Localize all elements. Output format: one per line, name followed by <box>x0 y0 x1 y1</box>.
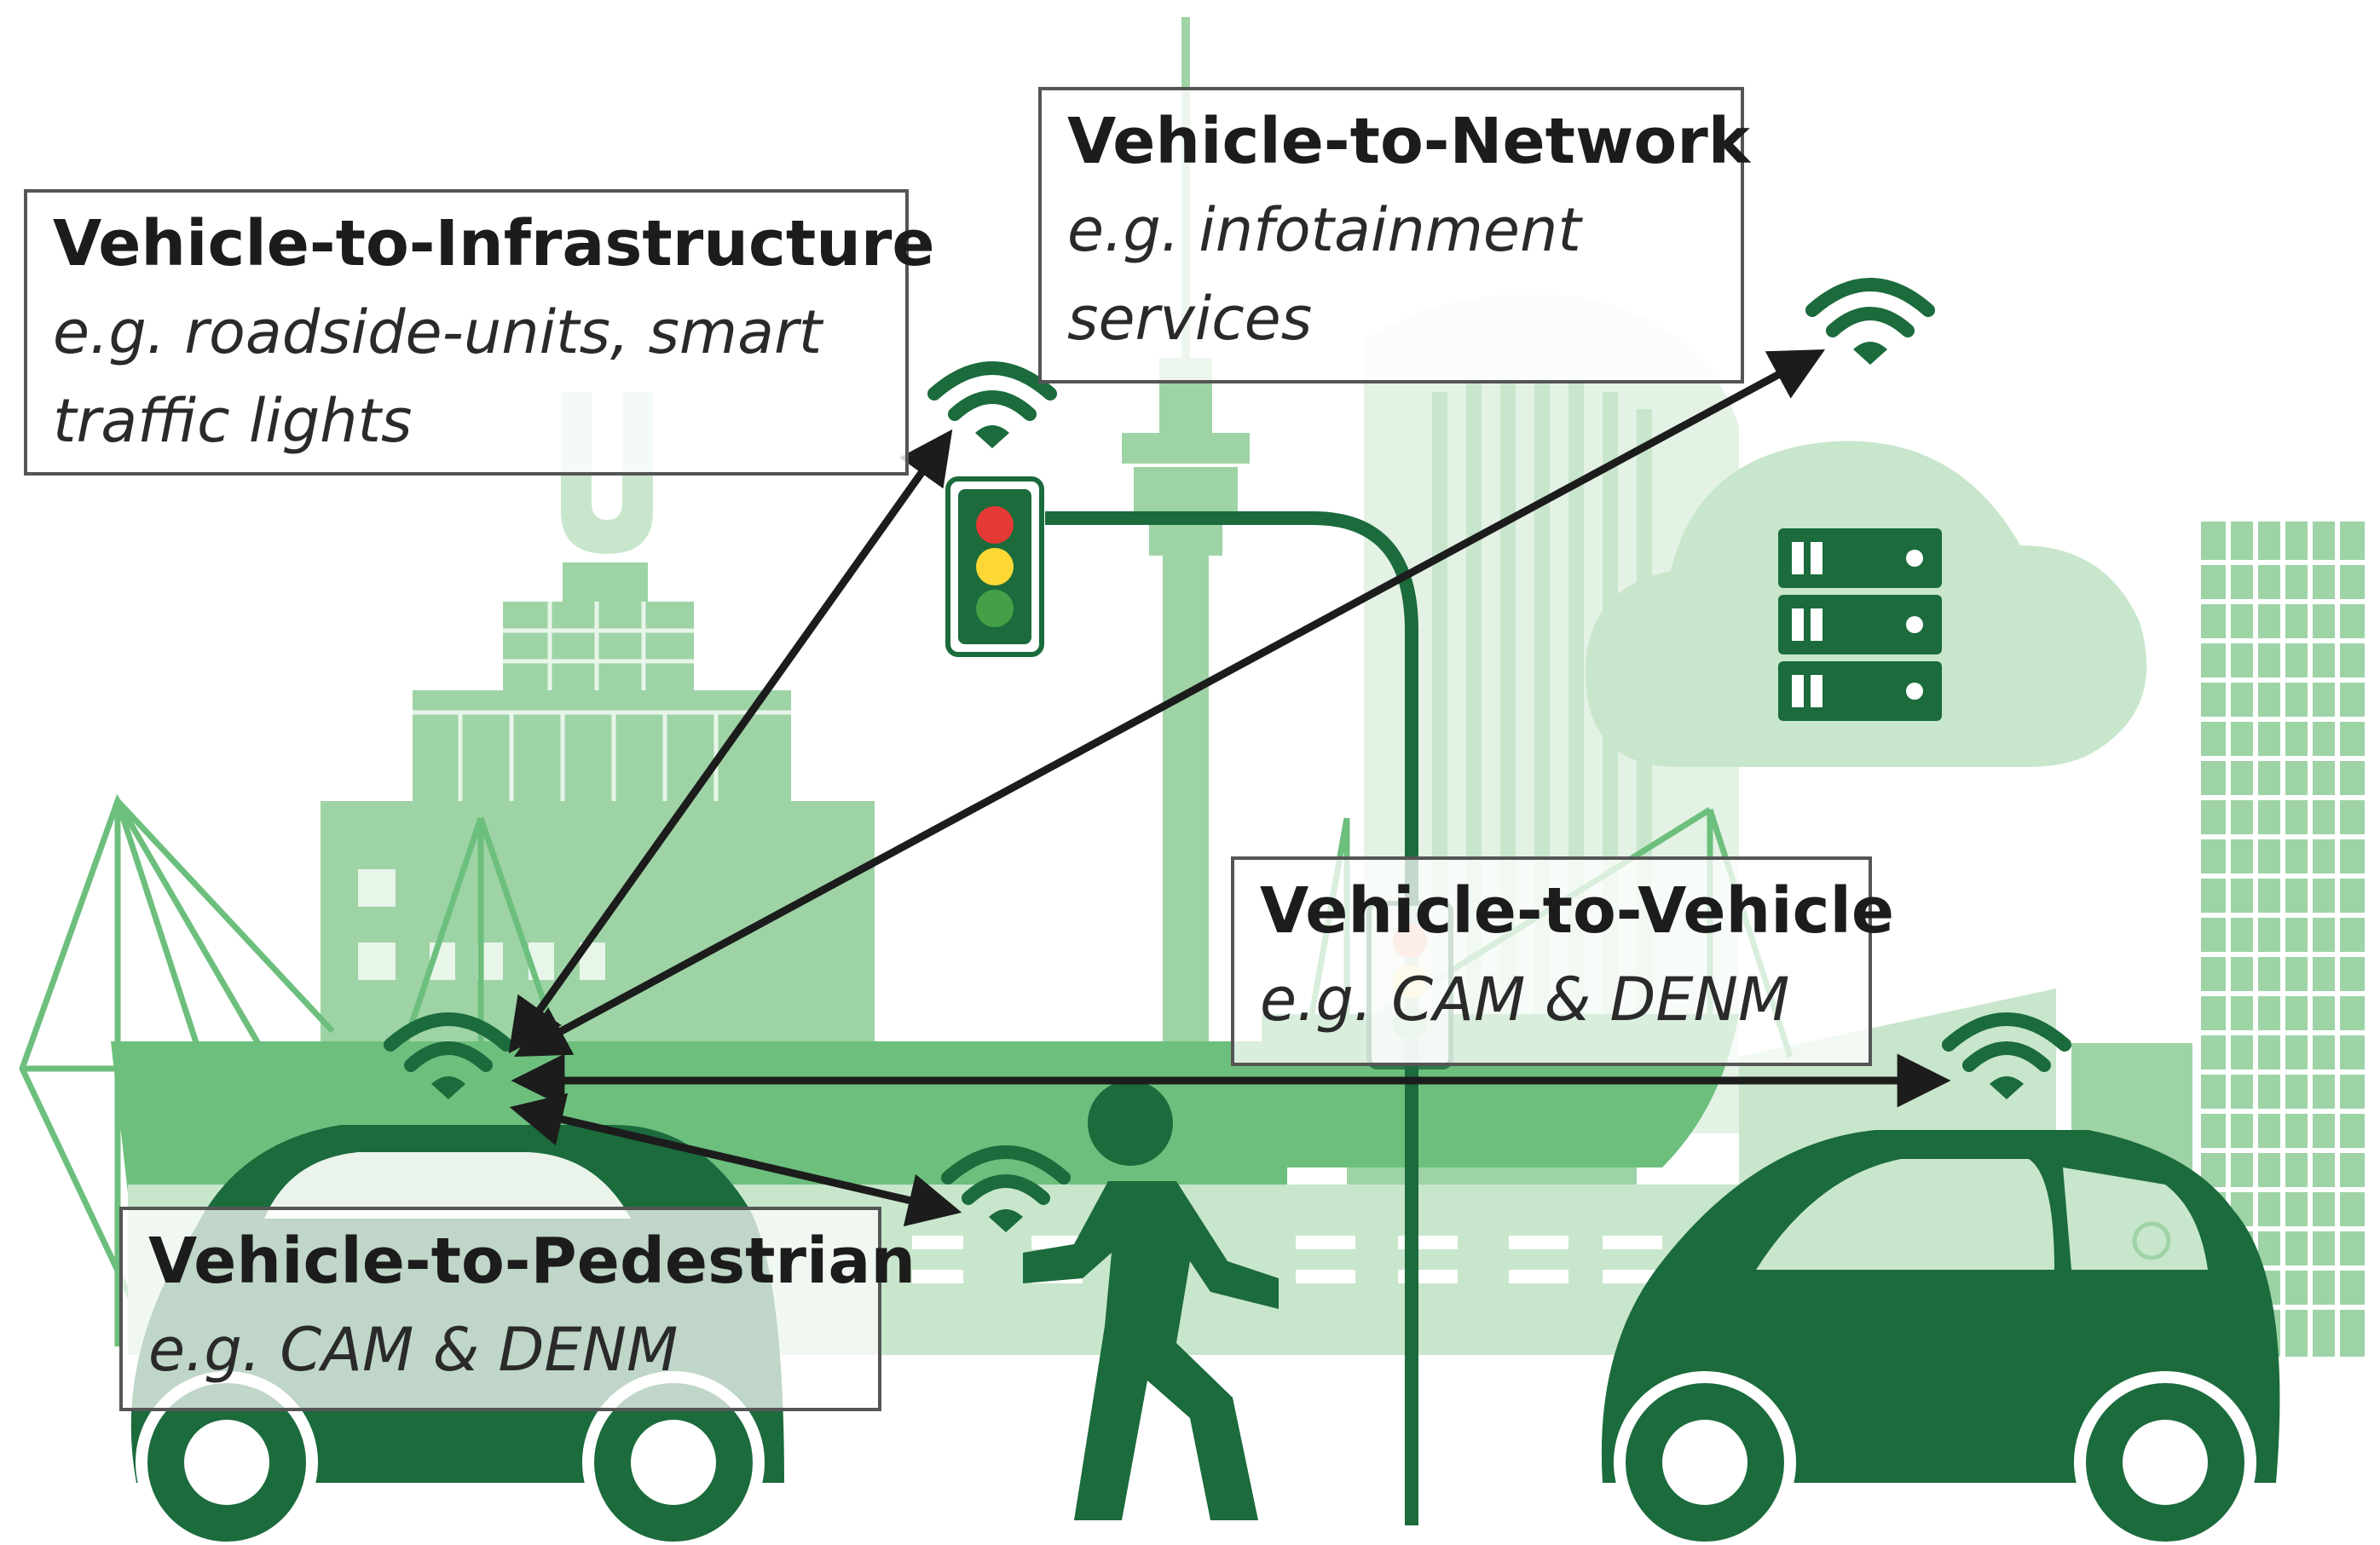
v2n-label: Vehicle-to-Network e.g. infotainment ser… <box>1038 87 1750 383</box>
v2p-title: Vehicle-to-Pedestrian <box>148 1225 916 1298</box>
wifi-icon <box>384 1012 513 1099</box>
communication-arrows <box>508 349 1951 1227</box>
arrow-v2n <box>513 349 1826 1057</box>
traffic-light-icon <box>945 476 1044 657</box>
v2p-subtitle: e.g. CAM & DENM <box>148 1315 679 1385</box>
wifi-icon <box>1942 1012 2071 1099</box>
wifi-icon <box>927 361 1057 448</box>
v2i-title: Vehicle-to-Infrastructure <box>53 207 935 280</box>
wifi-icon <box>1805 278 1935 365</box>
car-icon <box>1601 1130 2280 1545</box>
server-icon <box>1778 528 1942 721</box>
v2i-label: Vehicle-to-Infrastructure e.g. roadside-… <box>24 189 935 476</box>
v2v-subtitle: e.g. CAM & DENM <box>1260 965 1790 1035</box>
v2p-label: Vehicle-to-Pedestrian e.g. CAM & DENM <box>119 1207 916 1411</box>
v2v-label: Vehicle-to-Vehicle e.g. CAM & DENM <box>1231 856 1895 1066</box>
arrow-v2p <box>509 1092 962 1227</box>
v2i-subtitle: e.g. roadside-units, smart traffic light… <box>53 297 823 456</box>
v2n-subtitle: e.g. infotainment services <box>1067 195 1581 354</box>
v2v-title: Vehicle-to-Vehicle <box>1260 874 1895 948</box>
v2n-title: Vehicle-to-Network <box>1067 105 1750 178</box>
